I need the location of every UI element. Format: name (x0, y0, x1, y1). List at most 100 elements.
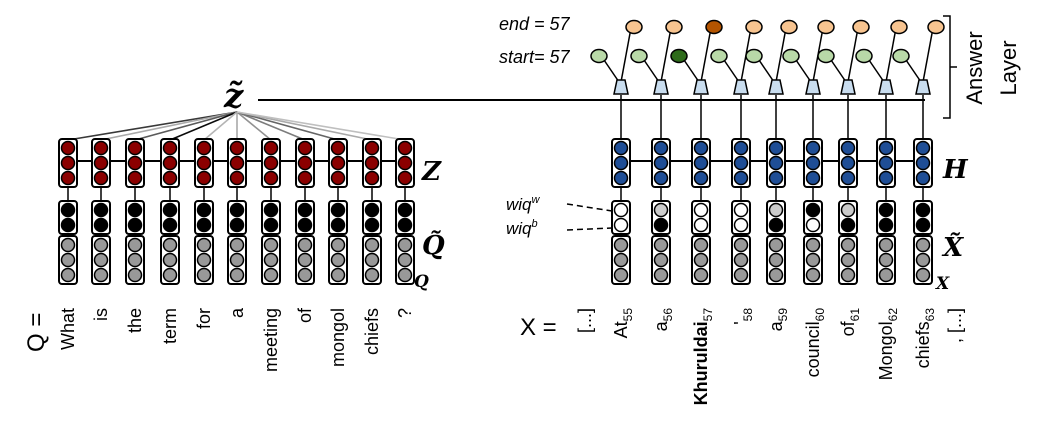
context-token-index: 62 (886, 308, 900, 322)
context-embedding-column-node (878, 252, 894, 268)
question-encoding-column-node (397, 140, 413, 156)
context-embedding-column-node (840, 267, 856, 283)
start-link (830, 59, 847, 83)
context-embedding-column-node (768, 252, 784, 268)
context-token: , [...] (945, 308, 965, 343)
combiner-trapezoid (840, 79, 856, 95)
question-feature-column-node (397, 217, 413, 233)
context-encoding-column-node (915, 155, 931, 171)
question-embedding-column-node (93, 252, 109, 268)
X-tilde-label: X̃ (941, 232, 965, 263)
question-embedding-column-node (330, 237, 346, 253)
context-encoding-column-node (653, 170, 669, 186)
wiq-w-label: wiqw (506, 194, 541, 214)
context-encoding-column-node (878, 140, 894, 156)
context-encoding-column-node (840, 170, 856, 186)
context-token: '58 (731, 308, 755, 325)
context-encoding-column-node (613, 155, 629, 171)
context-embedding-column-node (613, 252, 629, 268)
start-link (795, 59, 812, 83)
end-node (817, 19, 835, 35)
question-encoding-column-node (93, 140, 109, 156)
context-token-index: 59 (776, 308, 790, 322)
context-embedding-column-node (915, 267, 931, 283)
context-wiq-column-node (878, 202, 894, 218)
context-token: Mongol62 (876, 308, 900, 381)
context-wiq-column-node (915, 217, 931, 233)
context-embedding-column-node (653, 267, 669, 283)
context-wiq-column-node (840, 202, 856, 218)
attention-line (236, 111, 406, 141)
context-token: a56 (651, 308, 675, 332)
question-encoding-column-node (263, 170, 279, 186)
context-wiq-column-node (805, 217, 821, 233)
attention-line (236, 111, 306, 141)
question-embedding-column-node (397, 252, 413, 268)
question-encoding-column-node (364, 140, 380, 156)
context-encoding-column-node (840, 140, 856, 156)
question-encoding-column-node (196, 140, 212, 156)
start-node (855, 48, 873, 64)
question-feature-column-node (297, 217, 313, 233)
question-encoding-column-node (297, 155, 313, 171)
context-embedding-column-node (915, 237, 931, 253)
question-encoding-column-node (297, 170, 313, 186)
end-link (620, 27, 632, 83)
question-embedding-column-node (397, 237, 413, 253)
question-encoding-column-node (263, 155, 279, 171)
context-encoding-column-node (653, 140, 669, 156)
context-embedding-column-node (840, 252, 856, 268)
combiner-trapezoid (733, 79, 749, 95)
context-encoding-column-node (733, 170, 749, 186)
context-token-text: , [...] (945, 308, 965, 343)
question-encoding-column-node (397, 155, 413, 171)
question-embedding-column-node (229, 252, 245, 268)
X-label: X (935, 274, 950, 294)
wiq-b-superscript: b (532, 218, 538, 230)
context-token-text: a (766, 320, 786, 331)
context-encoding-column-node (693, 140, 709, 156)
question-feature-column-node (263, 202, 279, 218)
question-embedding-column-node (93, 267, 109, 283)
context-token-index: 55 (621, 308, 635, 322)
end-node (852, 19, 870, 35)
context-token-text: chiefs (913, 321, 933, 368)
context-embedding-column-node (653, 252, 669, 268)
question-encoding-column-node (229, 140, 245, 156)
context-wiq-column-node (768, 217, 784, 233)
end-node (665, 19, 683, 35)
question-embedding-column-node (297, 252, 313, 268)
question-embedding-column-node (297, 267, 313, 283)
question-feature-column-node (397, 202, 413, 218)
context-token-text: Mongol (876, 321, 896, 380)
question-token: for (194, 308, 214, 329)
context-encoding-column-node (733, 155, 749, 171)
combiner-trapezoid (613, 79, 629, 95)
end-label: end = 57 (499, 14, 571, 34)
context-wiq-column-node (805, 202, 821, 218)
question-feature-column-node (196, 202, 212, 218)
end-node (745, 19, 763, 35)
combiner-trapezoid (805, 79, 821, 95)
question-encoding-column-node (162, 140, 178, 156)
question-feature-column-node (196, 217, 212, 233)
question-feature-column-node (229, 217, 245, 233)
question-token: of (295, 307, 315, 323)
question-encoding-column-node (127, 170, 143, 186)
question-feature-column-node (93, 217, 109, 233)
start-node (892, 48, 910, 64)
context-token-text: a (651, 320, 671, 331)
context-embedding-column-node (693, 237, 709, 253)
attention-line (100, 111, 238, 141)
start-link (905, 59, 922, 83)
wiq-b-text: wiq (506, 219, 532, 238)
context-token: At55 (611, 308, 635, 339)
wiq-w-text: wiq (506, 195, 532, 214)
question-token: ? (395, 308, 415, 318)
attention-line (134, 111, 238, 141)
context-wiq-column-node (878, 217, 894, 233)
start-link (723, 59, 740, 83)
question-encoding-column-node (196, 155, 212, 171)
start-link (758, 59, 775, 83)
question-token: mongol (328, 308, 348, 367)
